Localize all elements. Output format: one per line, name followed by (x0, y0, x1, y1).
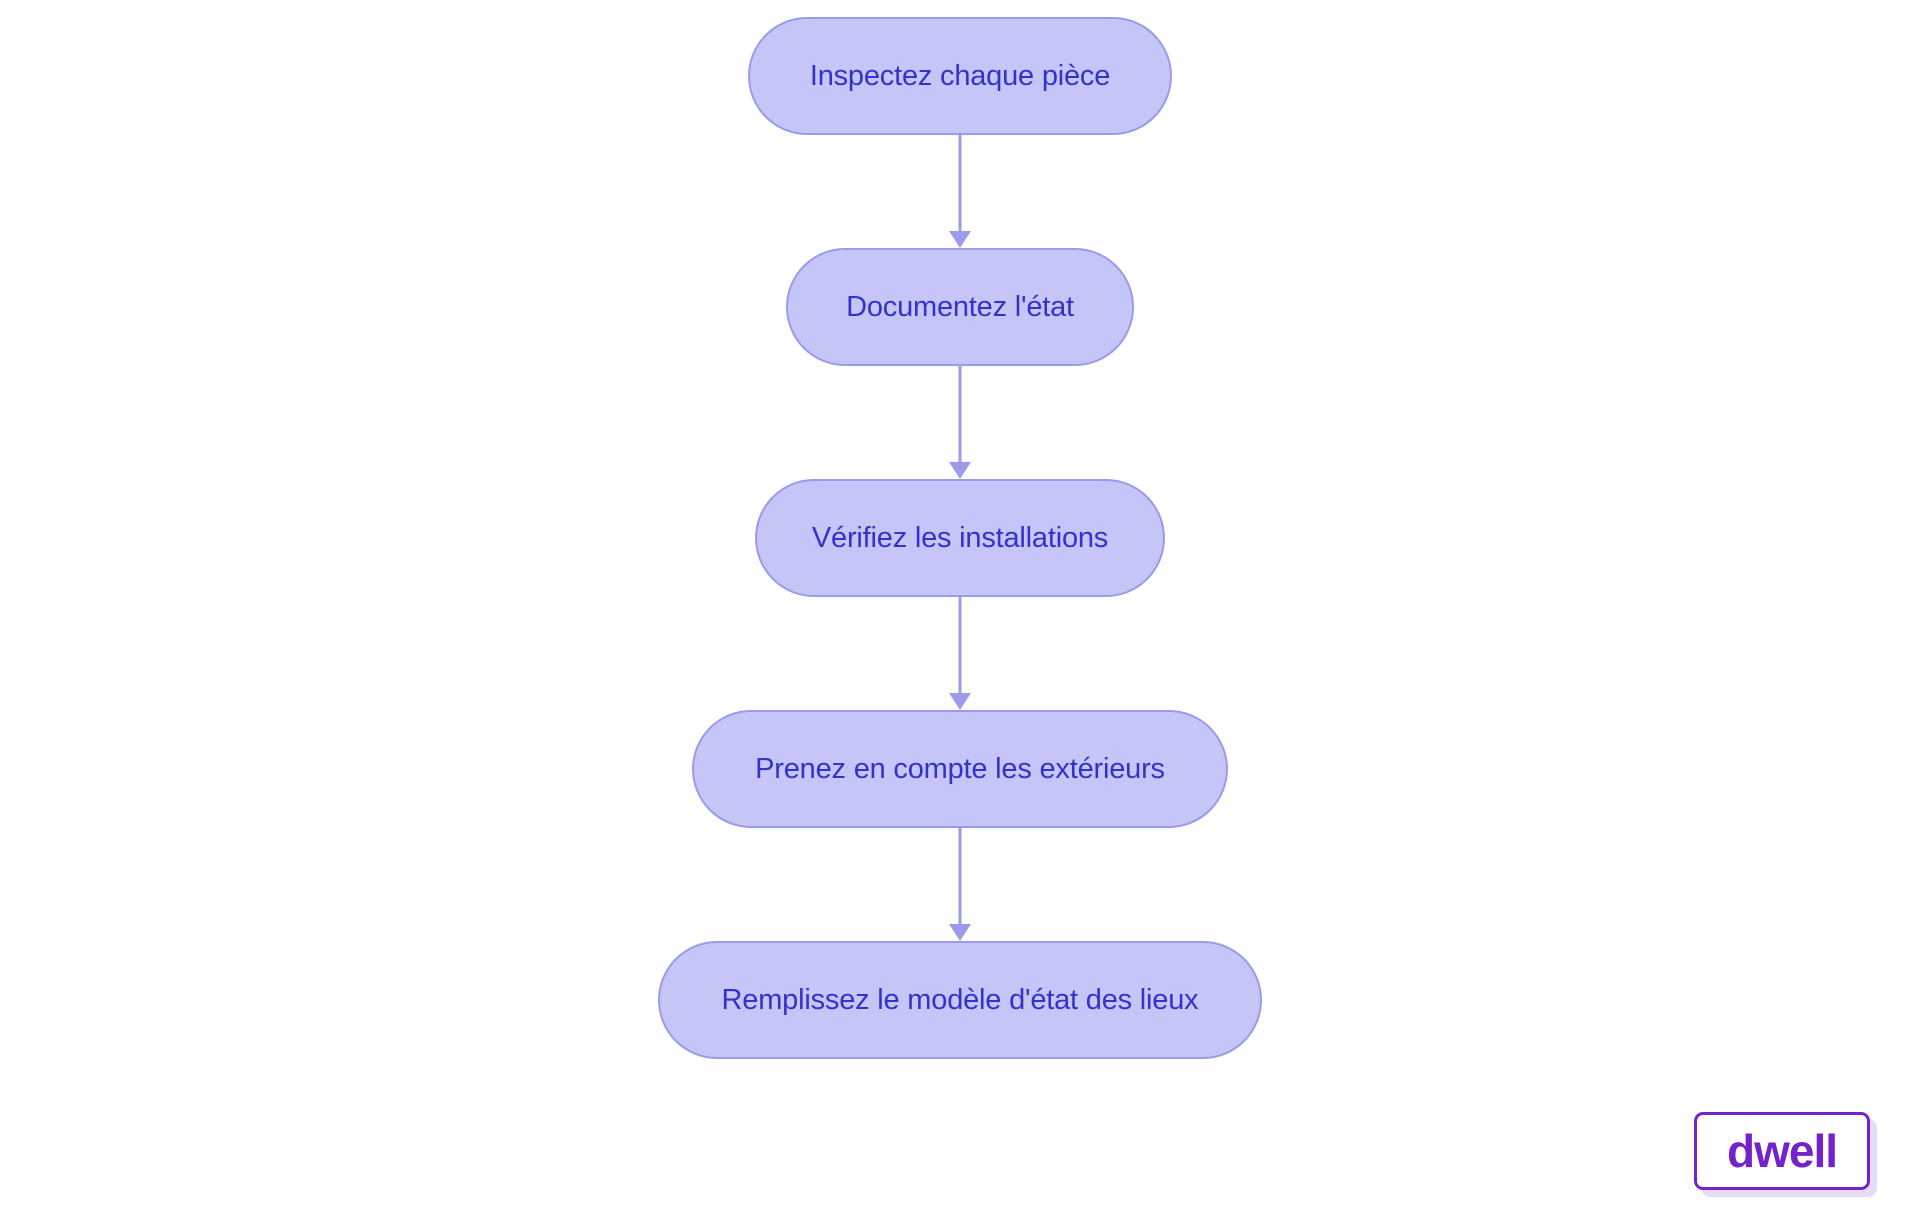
flow-node-label: Documentez l'état (846, 290, 1074, 323)
arrow-down-icon (949, 462, 971, 479)
flow-node-label: Inspectez chaque pièce (809, 59, 1111, 92)
connector-line (958, 597, 962, 696)
flow-node-n2[interactable]: Documentez l'état (786, 248, 1134, 366)
flow-connector-n3-to-n4 (948, 597, 972, 710)
flow-connector-n4-to-n5 (948, 828, 972, 941)
connector-line (958, 135, 962, 234)
connector-line (958, 366, 962, 465)
flow-connector-n1-to-n2 (948, 135, 972, 248)
flow-node-label: Prenez en compte les extérieurs (755, 752, 1165, 785)
arrow-down-icon (949, 231, 971, 248)
flow-node-n1[interactable]: Inspectez chaque pièce (748, 17, 1172, 135)
arrow-down-icon (949, 693, 971, 710)
flow-node-n5[interactable]: Remplissez le modèle d'état des lieux (658, 941, 1262, 1059)
brand-badge: dwell (1694, 1112, 1870, 1190)
connector-line (958, 828, 962, 927)
arrow-down-icon (949, 924, 971, 941)
flow-node-label: Remplissez le modèle d'état des lieux (721, 983, 1199, 1016)
brand-name: dwell (1726, 1125, 1838, 1177)
flow-node-n4[interactable]: Prenez en compte les extérieurs (692, 710, 1228, 828)
flow-node-n3[interactable]: Vérifiez les installations (755, 479, 1165, 597)
flow-connector-n2-to-n3 (948, 366, 972, 479)
flow-node-label: Vérifiez les installations (811, 521, 1109, 554)
